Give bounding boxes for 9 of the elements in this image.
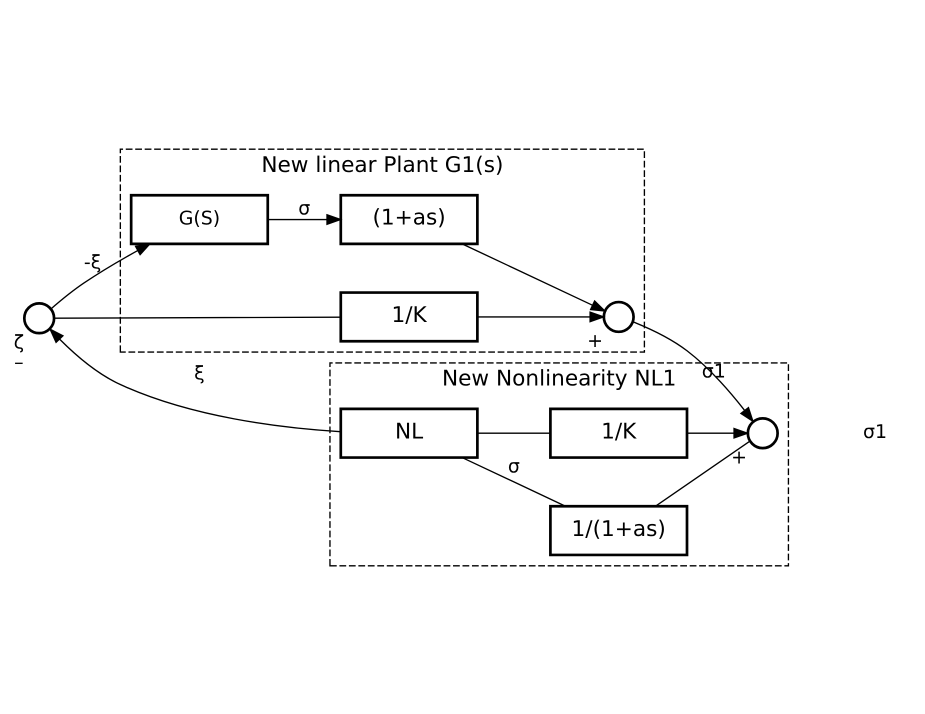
edge-label: ξ [194,362,205,384]
label: σ1 [862,420,887,443]
edge-label: σ [298,196,310,219]
node-label: + [587,329,603,352]
node-label: – [14,351,24,374]
edge-label: σ [508,455,520,478]
edge-label: -ξ [84,251,102,274]
node-label: ζ [14,330,24,353]
node-label: + [731,446,747,468]
